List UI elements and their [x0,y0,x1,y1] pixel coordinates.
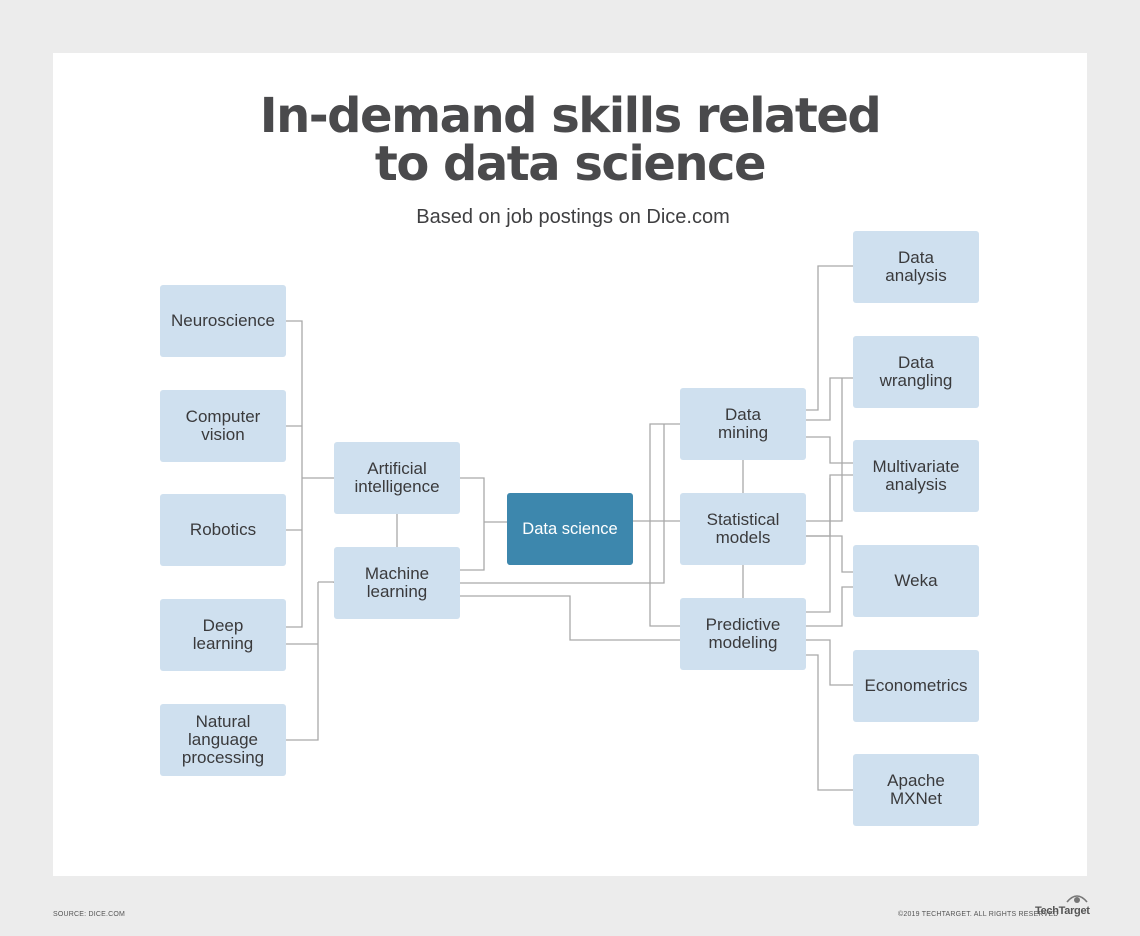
connector-stat-weka [806,535,854,573]
node-econometrics: Econometrics [853,650,979,722]
node-machine-learning: Machine learning [334,547,460,619]
node-weka: Weka [853,545,979,617]
connector-stat-wrangling [806,378,843,522]
node-neuroscience: Neuroscience [160,285,286,357]
node-data-wrangling: Data wrangling [853,336,979,408]
node-apache-mxnet: Apache MXNet [853,754,979,826]
logo-wordmark: TechTarget [1035,905,1090,917]
techtarget-logo: TechTarget [1035,892,1090,922]
connector-to-center [459,477,507,571]
connector-pred-weka [806,586,854,627]
connector-right-bracket [649,423,681,627]
node-statistical-models: Statistical models [680,493,806,565]
node-predictive-modeling: Predictive modeling [680,598,806,670]
node-computer-vision: Computer vision [160,390,286,462]
node-robotics: Robotics [160,494,286,566]
connector-mining-analysis [806,265,854,411]
connector-left-ai [286,320,334,628]
connector-left-ml [286,581,335,741]
node-deep-learning: Deep learning [160,599,286,671]
node-natural-language-processing: Natural language processing [160,704,286,776]
node-data-science: Data science [507,493,633,565]
source-note: SOURCE: DICE.COM [53,911,126,918]
title-line-1: In-demand skills related [259,88,882,144]
connector-mining-multi [806,436,854,464]
connector-ml-pred [459,595,681,641]
node-data-mining: Data mining [680,388,806,460]
connector-ml-mining [459,424,665,584]
subtitle: Based on job postings on Dice.com [416,206,730,228]
eye-icon [1066,895,1088,903]
node-artificial-intelligence: Artificial intelligence [334,442,460,514]
copyright-note: ©2019 TECHTARGET. ALL RIGHTS RESERVED [898,911,1059,918]
connector-pred-mxnet [806,654,854,791]
title-line-2: to data science [374,136,767,192]
connector-pred-econ [806,639,854,686]
connector-pred-multi [806,478,831,613]
page-title: In-demand skills related to data science [0,92,1140,188]
connector-mining-wrangling [806,377,854,421]
node-multivariate-analysis: Multivariate analysis [853,440,979,512]
node-data-analysis: Data analysis [853,231,979,303]
